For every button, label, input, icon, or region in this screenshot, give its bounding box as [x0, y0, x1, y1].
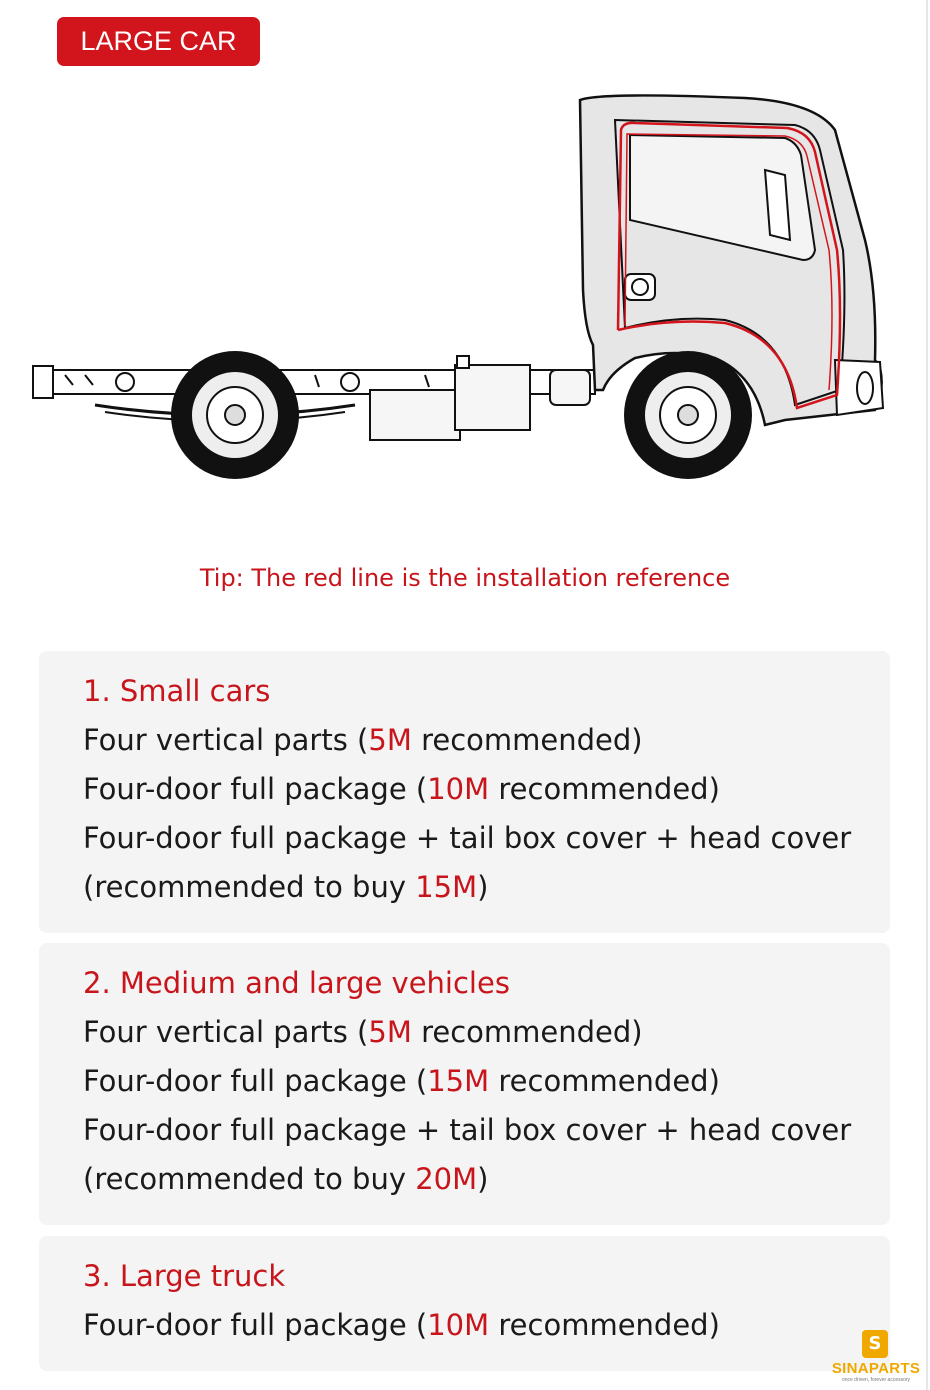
section-heading: 3. Large truck [83, 1259, 286, 1293]
option-line: Four-door full package (10M recommended) [83, 772, 720, 806]
door-outline [613, 118, 846, 407]
sinaparts-logo: S SINAPARTS once driven, forever accesso… [828, 1330, 924, 1386]
section-heading: 1. Small cars [83, 674, 271, 708]
fuel-cap [624, 273, 656, 301]
option-line: Four vertical parts (5M recommended) [83, 1015, 643, 1049]
logo-mark-icon: S [862, 1330, 888, 1358]
option-line: (recommended to buy 15M) [83, 870, 489, 904]
red-installation-line [616, 121, 842, 410]
section-small-cars: 1. Small cars Four vertical parts (5M re… [39, 651, 890, 933]
section-large-truck: 3. Large truck Four-door full package (1… [39, 1236, 890, 1371]
option-line: Four vertical parts (5M recommended) [83, 723, 643, 757]
option-line: (recommended to buy 20M) [83, 1162, 489, 1196]
right-edge-rule [926, 0, 928, 1390]
option-line: Four-door full package + tail box cover … [83, 1113, 852, 1147]
option-line: Four-door full package + tail box cover … [83, 821, 852, 855]
section-medium-large-vehicles: 2. Medium and large vehicles Four vertic… [39, 943, 890, 1225]
logo-name: SINAPARTS [831, 1360, 921, 1377]
logo-slogan: once driven, forever accessory [841, 1377, 911, 1383]
large-car-badge: LARGE CAR [57, 17, 260, 66]
section-heading: 2. Medium and large vehicles [83, 966, 510, 1000]
mirror [763, 168, 792, 242]
rear-wheel [171, 351, 299, 479]
air-tank [549, 369, 591, 406]
installation-tip: Tip: The red line is the installation re… [199, 564, 731, 592]
fuel-tank [369, 389, 461, 441]
option-line: Four-door full package (15M recommended) [83, 1064, 720, 1098]
rear-bumper [32, 365, 54, 399]
option-line: Four-door full package (10M recommended) [83, 1308, 720, 1342]
front-wheel [624, 351, 752, 479]
truck-illustration [32, 94, 885, 479]
battery-box [454, 364, 531, 431]
